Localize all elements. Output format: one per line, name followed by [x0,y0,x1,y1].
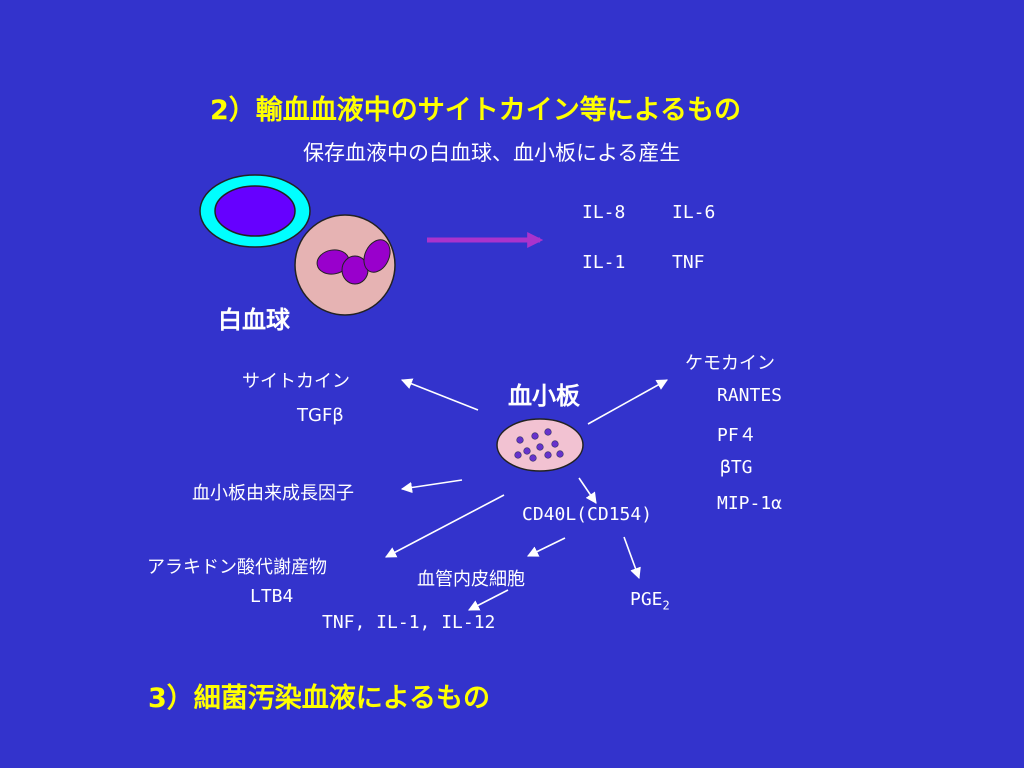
platelet-cell [496,418,584,472]
label-pge-sub: 2 [662,598,670,613]
label-cd40l: CD40L(CD154) [522,504,653,525]
label-chemokine: ケモカイン [685,353,775,374]
label-pge2: PGE2 [630,589,670,613]
arrow-to-cytokine [400,378,479,411]
label-il6: IL-6 [672,202,716,223]
heading-bacterial-contamination: 3）細菌汚染血液によるもの [148,683,490,714]
label-growth-factor: 血小板由来成長因子 [192,483,354,504]
heading-transfusion-cytokines: 2）輸血血液中のサイトカイン等によるもの [210,95,741,126]
arrow-to-growth-factor [400,479,463,494]
wbc-pink-cell [294,214,396,316]
label-il8: IL-8 [582,202,626,223]
arrow-to-pge [623,536,641,580]
arrow-to-endothelium [526,537,566,557]
label-ltb4: LTB4 [250,586,294,607]
label-arachidonic: アラキドン酸代謝産物 [147,557,327,578]
arrows [385,378,668,611]
label-endothelium: 血管内皮細胞 [417,569,525,590]
label-pf4: PF４ [717,425,757,446]
label-rantes: RANTES [717,385,783,406]
label-tnf: TNF [672,252,705,273]
label-mip1a: MIP-1α [717,493,783,514]
wbc-cyan-cell [199,174,311,248]
label-wbc: 白血球 [218,306,290,334]
label-beta-tg: βTG [720,457,753,478]
label-il1: IL-1 [582,252,626,273]
subheading-production: 保存血液中の白血球、血小板による産生 [303,141,681,165]
label-cytokine: サイトカイン [242,371,350,392]
arrow-to-products [468,589,509,611]
arrow-to-cd40l [578,477,597,504]
label-platelet: 血小板 [508,382,580,410]
arrow-to-arachidonic [385,494,505,558]
label-endothelium-products: TNF, IL-1, IL-12 [322,612,496,633]
arrow-to-chemokine [587,379,668,425]
label-pge-base: PGE [630,589,663,610]
label-tgf-beta: TGFβ [297,405,344,426]
